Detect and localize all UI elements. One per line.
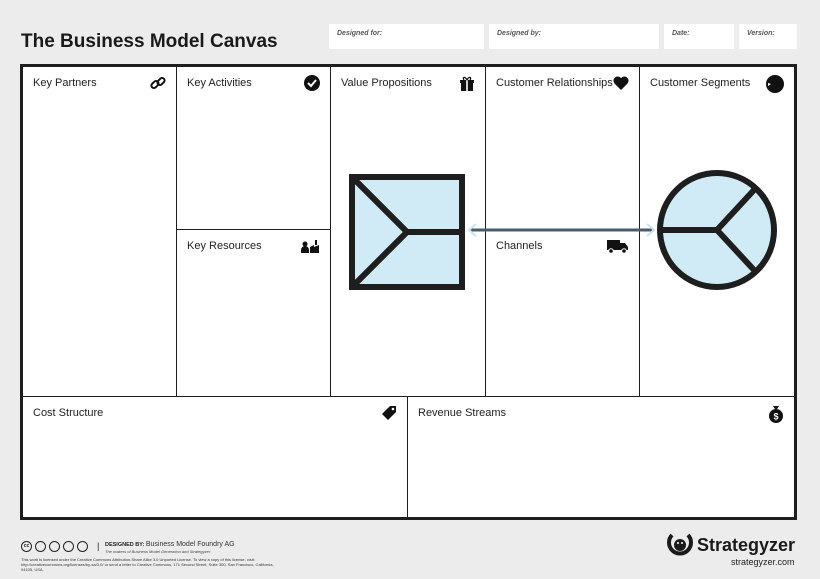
price-tag-icon xyxy=(382,406,396,420)
value-proposition-shape xyxy=(349,174,465,290)
business-model-canvas: Key Partners Key Activities Key Resource… xyxy=(20,64,797,520)
cost-structure-label: Cost Structure xyxy=(33,407,104,419)
key-partners-block[interactable]: Key Partners xyxy=(23,67,177,397)
money-bag-icon: $ xyxy=(769,406,783,423)
key-resources-label: Key Resources xyxy=(187,240,262,252)
divider: | xyxy=(97,541,100,551)
customer-segments-label: Customer Segments xyxy=(650,77,751,89)
channels-block[interactable]: Channels xyxy=(486,230,640,397)
customer-segments-block[interactable]: Customer Segments xyxy=(640,67,794,397)
brand-url[interactable]: strategyzer.com xyxy=(731,557,795,567)
link-icon xyxy=(150,76,166,90)
designed-by-label: DESIGNED BY: xyxy=(105,542,145,548)
creative-commons-icons: cc | xyxy=(21,541,99,552)
attribution-icon xyxy=(77,541,88,552)
customer-relationships-label: Customer Relationships xyxy=(496,77,613,89)
key-activities-label: Key Activities xyxy=(187,77,252,89)
revenue-streams-label: Revenue Streams xyxy=(418,407,507,419)
channels-label: Channels xyxy=(496,240,543,252)
arrow-left-icon xyxy=(467,223,477,237)
arrow-right-icon xyxy=(646,223,656,237)
svg-text:$: $ xyxy=(773,412,778,422)
key-resources-block[interactable]: Key Resources xyxy=(177,230,331,397)
value-propositions-label: Value Propositions xyxy=(341,77,432,89)
customer-segment-shape xyxy=(657,170,777,290)
page-title: The Business Model Canvas xyxy=(21,31,278,52)
share-alike-icon xyxy=(49,541,60,552)
revenue-streams-block[interactable]: Revenue Streams $ xyxy=(408,397,794,520)
value-propositions-block[interactable]: Value Propositions xyxy=(331,67,486,397)
license-text: This work is licensed under the Creative… xyxy=(21,557,274,572)
heart-icon xyxy=(613,76,629,90)
checkmark-icon xyxy=(304,75,320,91)
designed-for-field[interactable]: Designed for: xyxy=(329,24,484,49)
designed-by-name: Business Model Foundry AG xyxy=(145,541,235,548)
designed-by-credit: DESIGNED BY: Business Model Foundry AG xyxy=(105,541,235,548)
brand-name: Strategyzer xyxy=(697,535,796,555)
person-head-icon xyxy=(766,75,784,93)
tagline: The makers of Business Model Generation … xyxy=(105,549,211,554)
version-field[interactable]: Version: xyxy=(739,24,797,49)
key-activities-block[interactable]: Key Activities xyxy=(177,67,331,230)
strategyzer-logo-icon xyxy=(667,533,693,556)
cost-structure-block[interactable]: Cost Structure xyxy=(23,397,408,520)
noncommercial-icon xyxy=(63,541,74,552)
worker-factory-icon xyxy=(301,240,319,253)
canvas-graphics xyxy=(349,170,777,290)
key-partners-label: Key Partners xyxy=(33,77,97,89)
designed-by-field[interactable]: Designed by: xyxy=(489,24,659,49)
copyright-icon xyxy=(35,541,46,552)
date-field[interactable]: Date: xyxy=(664,24,734,49)
cc-icon: cc xyxy=(21,541,32,552)
truck-icon xyxy=(607,240,628,254)
gift-icon xyxy=(460,76,474,91)
